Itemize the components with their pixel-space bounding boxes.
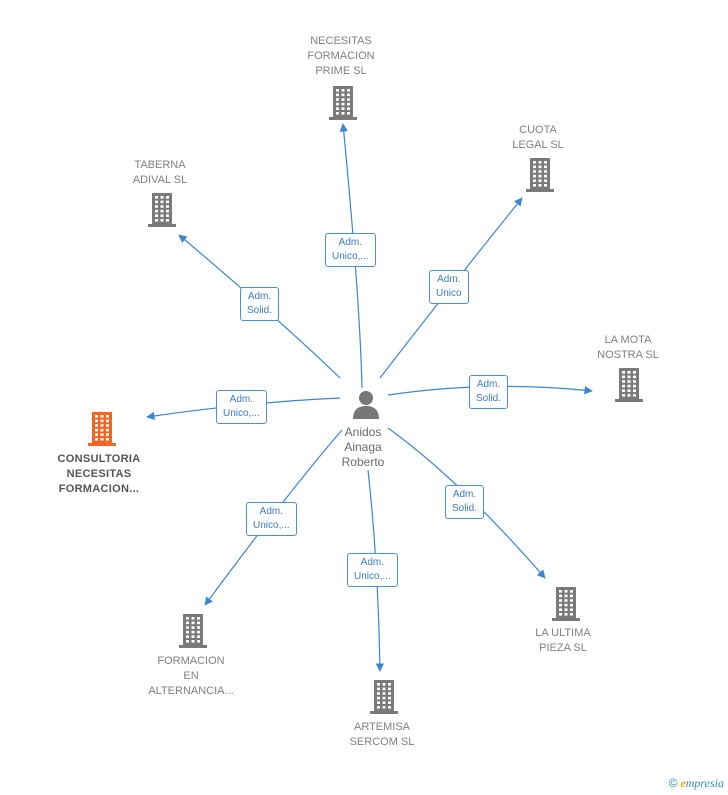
company-name-artemisa-sercom[interactable]: ARTEMISA SERCOM SL xyxy=(322,720,442,750)
role-text-line: Adm. xyxy=(452,489,477,500)
role-text-line: Adm. xyxy=(338,237,363,248)
company-name-line: CONSULTORIA xyxy=(57,453,141,465)
company-name-line: ALTERNANCIA... xyxy=(148,685,234,697)
company-name-necesitas-formacion-prime[interactable]: NECESITAS FORMACION PRIME SL xyxy=(281,34,401,79)
building-icon[interactable] xyxy=(551,587,581,621)
role-badge[interactable]: Adm. Unico,... xyxy=(246,502,297,536)
role-badge[interactable]: Adm. Solid. xyxy=(240,287,280,321)
person-name-line: Anidos xyxy=(344,425,382,439)
empresia-watermark: ©empresia xyxy=(669,776,724,791)
company-name-formacion-en-alternancia[interactable]: FORMACION EN ALTERNANCIA... xyxy=(131,654,251,699)
role-badge[interactable]: Adm. Unico xyxy=(429,270,469,304)
company-name-line: ADIVAL SL xyxy=(132,174,188,186)
company-name-line: EN xyxy=(183,670,199,682)
role-text-line: Solid. xyxy=(247,305,273,316)
building-icon[interactable] xyxy=(328,86,358,120)
role-text-line: Adm. xyxy=(229,394,254,405)
person-name[interactable]: Anidos Ainaga Roberto xyxy=(318,425,408,470)
company-name-line: ARTEMISA xyxy=(353,721,411,733)
building-icon[interactable] xyxy=(369,680,399,714)
person-name-line: Roberto xyxy=(341,455,385,469)
role-text-line: Adm. xyxy=(247,291,272,302)
role-text-line: Adm. xyxy=(259,506,284,517)
building-icon[interactable] xyxy=(614,368,644,402)
brand-initial: e xyxy=(680,776,686,790)
company-name-la-mota-nostra[interactable]: LA MOTA NOSTRA SL xyxy=(568,333,688,363)
role-text-line: Adm. xyxy=(437,274,461,285)
role-text-line: Unico,... xyxy=(354,571,391,582)
role-text-line: Unico,... xyxy=(223,408,260,419)
role-text-line: Solid. xyxy=(476,393,502,404)
company-name-line: SERCOM SL xyxy=(349,736,415,748)
role-text-line: Unico,... xyxy=(253,520,290,531)
brand-name: mpresia xyxy=(685,776,724,790)
company-name-line: LEGAL SL xyxy=(512,139,564,151)
company-name-line: NECESITAS xyxy=(310,35,372,47)
company-name-line: CUOTA xyxy=(519,124,557,136)
building-icon[interactable] xyxy=(87,412,117,446)
role-badge[interactable]: Adm. Unico,... xyxy=(216,390,267,424)
company-name-line: FORMACION xyxy=(157,655,225,667)
person-name-line: Ainaga xyxy=(344,440,382,454)
role-text-line: Solid. xyxy=(452,503,478,514)
company-name-line: PRIME SL xyxy=(315,65,367,77)
role-text-line: Unico xyxy=(436,288,462,299)
company-name-cuota-legal[interactable]: CUOTA LEGAL SL xyxy=(478,123,598,153)
relationship-edge xyxy=(339,123,363,389)
role-badge[interactable]: Adm. Unico,... xyxy=(325,233,376,267)
company-name-line: LA MOTA xyxy=(604,334,652,346)
building-icon[interactable] xyxy=(147,193,177,227)
company-name-line: NECESITAS xyxy=(66,468,132,480)
role-badge[interactable]: Adm. Unico,... xyxy=(347,553,398,587)
role-text-line: Adm. xyxy=(360,557,385,568)
role-text-line: Adm. xyxy=(476,379,501,390)
company-name-taberna-adival[interactable]: TABERNA ADIVAL SL xyxy=(100,158,220,188)
role-badge[interactable]: Adm. Solid. xyxy=(469,375,509,409)
company-name-line: PIEZA SL xyxy=(539,642,587,654)
company-name-line: LA ULTIMA xyxy=(535,627,591,639)
company-name-line: FORMACION xyxy=(307,50,375,62)
role-badge[interactable]: Adm. Solid. xyxy=(445,485,485,519)
person-icon[interactable] xyxy=(350,388,382,420)
company-name-consultoria-necesitas[interactable]: CONSULTORIA NECESITAS FORMACION... xyxy=(39,452,159,497)
role-text-line: Unico,... xyxy=(332,251,369,262)
company-name-line: FORMACION... xyxy=(58,483,140,495)
company-name-line: NOSTRA SL xyxy=(597,349,659,361)
copyright-symbol: © xyxy=(668,776,678,790)
company-name-line: TABERNA xyxy=(134,159,186,171)
building-icon[interactable] xyxy=(178,614,208,648)
building-icon[interactable] xyxy=(525,158,555,192)
company-name-la-ultima-pieza[interactable]: LA ULTIMA PIEZA SL xyxy=(503,626,623,656)
